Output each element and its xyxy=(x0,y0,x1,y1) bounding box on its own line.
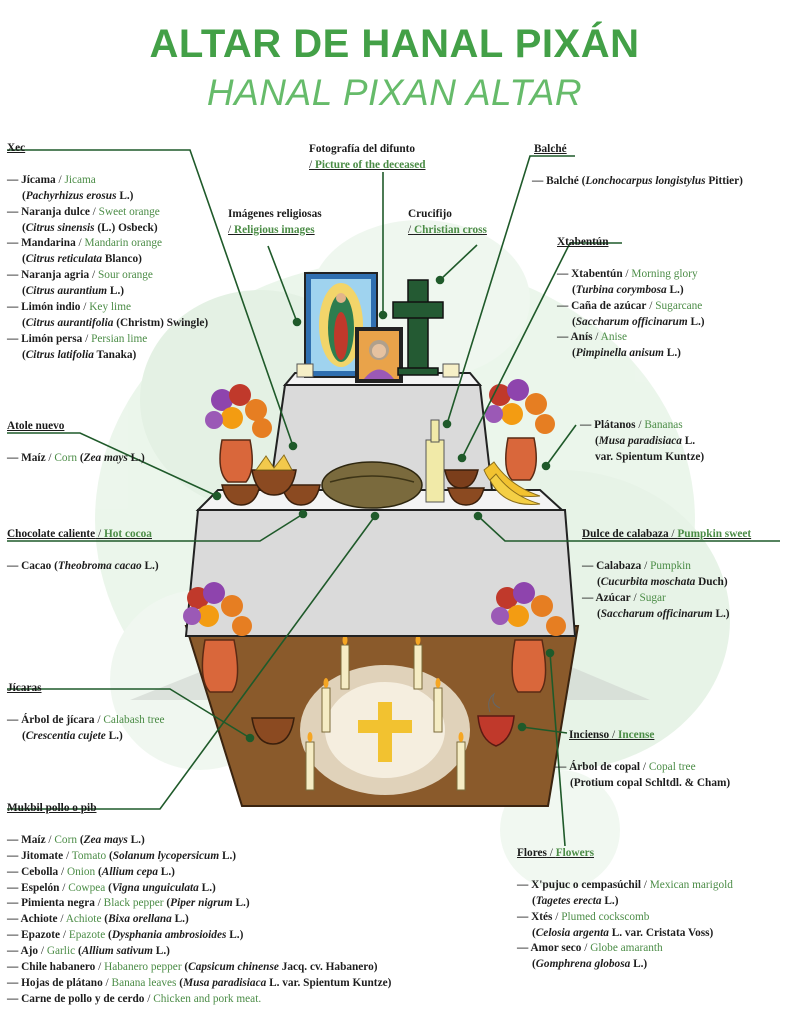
xec-section: Xec — Jícama / Jicama (Pachyrhizus erosu… xyxy=(7,142,209,361)
platanos-section: — Plátanos / Bananas (Musa paradisiaca L… xyxy=(580,419,705,463)
chocolate-section: Chocolate caliente / Hot cocoa — Cacao (… xyxy=(7,528,159,572)
title-spanish: ALTAR DE HANAL PIXÁN xyxy=(149,22,640,66)
flores-section: Flores / Flowers — X'pujuc o cempasúchil… xyxy=(517,847,733,971)
jicaras-section: Jícaras — Árbol de jícara / Calabash tre… xyxy=(7,682,165,742)
jicaras-heading: Jícaras xyxy=(7,682,42,694)
altar-base xyxy=(184,625,580,807)
title-english: HANAL PIXAN ALTAR xyxy=(206,72,583,113)
flower-vases xyxy=(183,379,566,693)
incienso-section: Incienso / Incense — Árbol de copal / Co… xyxy=(555,729,731,789)
atole-heading: Atole nuevo xyxy=(7,420,65,432)
crucifijo-label: Crucifijo / Christian cross xyxy=(408,208,487,236)
mukbil-section: Mukbil pollo o pib — Maíz / Corn (Zea ma… xyxy=(7,802,392,1005)
mukbil-heading: Mukbil pollo o pib xyxy=(7,802,97,814)
offerings xyxy=(221,419,541,747)
atole-section: Atole nuevo — Maíz / Corn (Zea mays L.) xyxy=(7,420,145,464)
foto-label: Fotografía del difunto / Picture of the … xyxy=(309,143,426,171)
deceased-photo-frame xyxy=(355,327,403,383)
imagenes-label: Imágenes religiosas / Religious images xyxy=(228,208,322,236)
christian-cross xyxy=(392,279,444,376)
dulce-section: Dulce de calabaza / Pumpkin sweet — Cala… xyxy=(582,528,752,620)
balche-section: Balché — Balché (Lonchocarpus longistylu… xyxy=(532,143,743,187)
chocolate-heading: Chocolate caliente xyxy=(7,528,96,540)
xec-heading: Xec xyxy=(7,142,26,154)
candles xyxy=(305,635,466,791)
xtabentun-section: Xtabentún — Xtabentún / Morning glory (T… xyxy=(557,236,705,360)
leader-lines xyxy=(7,149,780,847)
